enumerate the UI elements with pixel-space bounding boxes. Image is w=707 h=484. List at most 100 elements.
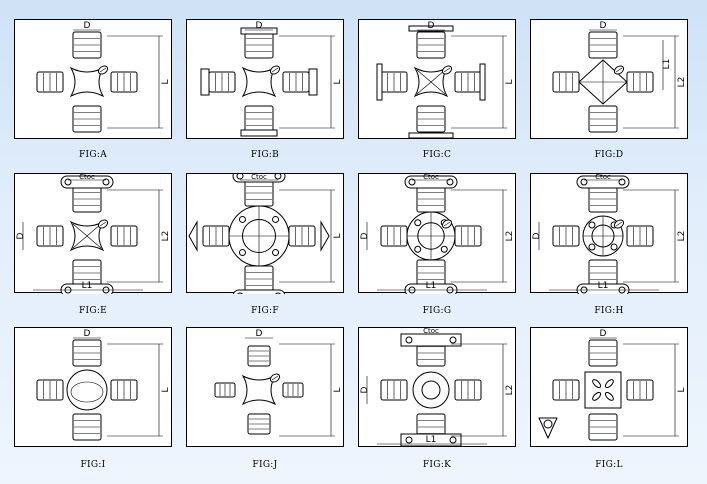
cup-flange-bottom <box>240 129 278 137</box>
dimension-label-l1: L1 <box>662 59 672 70</box>
joint-outline <box>380 175 482 294</box>
dimension-label-l: L <box>333 79 343 84</box>
dimension-label-d: D <box>600 329 607 339</box>
joint-outline <box>538 339 654 441</box>
cross-slot <box>604 379 614 389</box>
universal-joint-drawing: DL <box>200 21 343 137</box>
cross-slot <box>604 391 614 401</box>
grease-fitting-line <box>443 221 451 227</box>
dimension-label-ctoc: Ctoc <box>79 174 95 181</box>
cup-plate-bottom <box>408 132 454 139</box>
figure-caption: FIG:H <box>594 306 624 316</box>
bolt-hole <box>408 178 416 186</box>
cup-flange-left <box>200 68 210 96</box>
dimension-label-ctoc: Ctoc <box>251 174 267 181</box>
cross-body <box>241 374 277 406</box>
figure-caption: FIG:D <box>594 150 624 160</box>
figure-caption: FIG:F <box>251 306 279 316</box>
bolt-hole <box>102 178 110 186</box>
triangle-flange-bore <box>543 419 553 429</box>
hub-bolt-hole <box>272 249 280 257</box>
dimension-label-l1: L1 <box>598 281 609 291</box>
grease-fitting-line <box>615 221 623 227</box>
dimension-label-l: L <box>333 233 343 238</box>
dimension-label-l: L <box>505 79 515 84</box>
dimension-label-l2: L2 <box>677 77 687 88</box>
universal-joint-drawing: DL <box>214 329 343 437</box>
cross-body <box>69 66 105 98</box>
bolt-plate-top <box>60 175 114 189</box>
figure-caption: FIG:L <box>595 460 623 470</box>
grease-fitting-line <box>443 67 451 73</box>
bolt-hole <box>236 174 244 180</box>
dimension-annotations: DL <box>589 329 687 437</box>
dimension-label-d: D <box>256 329 263 339</box>
cross-ring <box>66 369 108 411</box>
grease-fitting-line <box>271 375 279 381</box>
figure-caption: FIG:E <box>78 306 108 316</box>
bolt-hole <box>580 178 588 186</box>
bolt-hole <box>618 178 626 186</box>
dimension-annotations: DL <box>73 329 171 437</box>
joint-outline <box>200 27 318 137</box>
bolt-hole <box>449 436 457 444</box>
side-lug-left <box>188 220 198 252</box>
dimension-label-l2: L2 <box>505 231 515 242</box>
cross-slot <box>592 379 602 389</box>
joint-outline <box>552 31 654 133</box>
hub-bolt-hole <box>610 243 618 251</box>
dimension-label-d: D <box>84 21 91 31</box>
bolt-hole <box>446 178 454 186</box>
side-lug-right <box>320 220 330 252</box>
dimension-annotations: DL <box>417 21 515 129</box>
cup-flange-top <box>240 27 278 35</box>
hub-bolt-hole <box>588 243 596 251</box>
joint-outline <box>36 339 138 441</box>
cross-hub <box>412 371 450 409</box>
dimension-label-d: D <box>84 329 91 339</box>
joint-outline <box>36 175 138 294</box>
joint-outline <box>214 345 304 435</box>
hub-bolt-hole <box>414 245 422 253</box>
cross-body <box>241 66 277 98</box>
bolt-hole <box>64 178 72 186</box>
hub-bolt-hole <box>588 221 596 229</box>
joint-outline <box>380 333 482 447</box>
bolt-hole <box>405 336 413 344</box>
grease-fitting-line <box>99 221 107 227</box>
dimension-label-l: L <box>333 387 343 392</box>
dimension-label-d: D <box>360 386 370 393</box>
dimension-label-ctoc: Ctoc <box>423 328 439 335</box>
cross-slot <box>592 391 602 401</box>
figure-caption: FIG:A <box>78 150 108 160</box>
joint-outline <box>36 31 138 133</box>
dimension-label-d: D <box>360 232 370 239</box>
dimension-annotations: DL <box>245 329 343 437</box>
universal-joint-drawing: DL <box>376 21 515 139</box>
joint-outline <box>552 175 654 294</box>
grease-fitting-line <box>99 67 107 73</box>
cross-diagonal <box>72 223 102 249</box>
hub-bolt-hole <box>414 219 422 227</box>
dimension-label-l: L <box>161 79 171 84</box>
figure-caption: FIG:C <box>422 150 452 160</box>
joint-outline <box>188 174 330 294</box>
dimension-label-d: D <box>600 21 607 31</box>
